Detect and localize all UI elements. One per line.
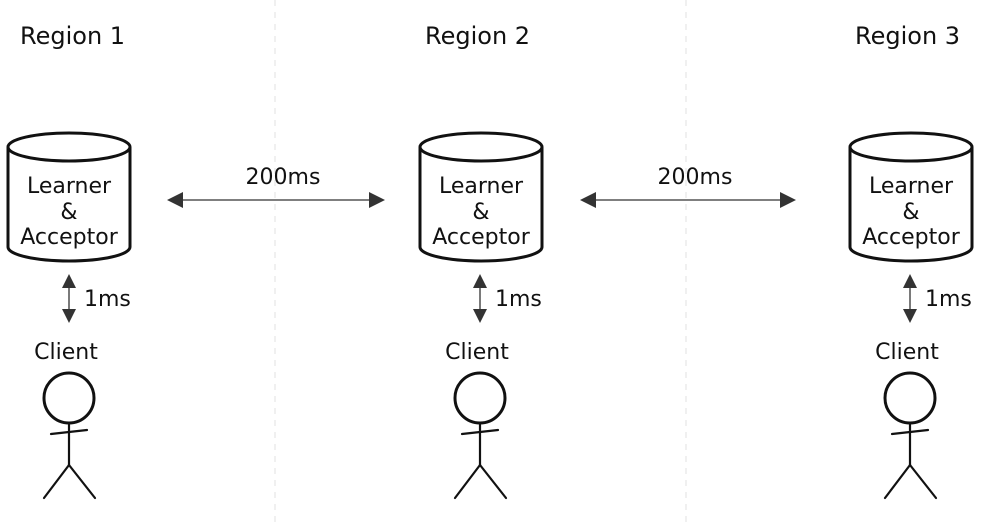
learner-acceptor-node: Learner & Acceptor xyxy=(6,131,132,263)
client-stick-figure xyxy=(453,371,508,500)
node-label-line-3: Acceptor xyxy=(20,225,118,250)
figure-leg-left xyxy=(42,463,71,500)
link-latency-label: 200ms xyxy=(246,165,321,190)
client-label: Client xyxy=(445,340,509,365)
node-cylinder-body xyxy=(848,147,974,263)
figure-leg-left xyxy=(453,463,482,500)
client-label: Client xyxy=(875,340,939,365)
client-latency-arrow: 1ms xyxy=(903,274,972,323)
region-link-2-3: 200ms xyxy=(580,165,796,208)
arrowhead-right xyxy=(780,192,796,208)
region-3: Region 3 Learner & Acceptor 1ms Client xyxy=(848,22,974,500)
client-stick-figure xyxy=(883,371,938,500)
figure-arms xyxy=(890,428,930,436)
figure-head xyxy=(883,371,937,425)
learner-acceptor-node: Learner & Acceptor xyxy=(418,131,544,263)
arrowhead-up xyxy=(62,274,76,288)
figure-leg-right xyxy=(67,463,97,500)
arrowhead-up xyxy=(903,274,917,288)
figure-arms xyxy=(49,428,89,436)
node-cylinder-body xyxy=(6,147,132,263)
latency-label: 1ms xyxy=(84,287,131,312)
learner-acceptor-node: Learner & Acceptor xyxy=(848,131,974,263)
arrowhead-down xyxy=(62,309,76,323)
node-cylinder-top xyxy=(418,131,544,163)
node-label-line-3: Acceptor xyxy=(862,225,960,250)
node-label-line-3: Acceptor xyxy=(432,225,530,250)
region-title: Region 3 xyxy=(855,22,960,50)
latency-label: 1ms xyxy=(925,287,972,312)
figure-leg-left xyxy=(883,463,912,500)
node-label-line-2: & xyxy=(902,200,919,225)
arrowhead-left xyxy=(580,192,596,208)
node-cylinder-body xyxy=(418,147,544,263)
region-title: Region 1 xyxy=(20,22,125,50)
client-stick-figure xyxy=(42,371,97,500)
node-label-line-1: Learner xyxy=(27,174,112,199)
region-title: Region 2 xyxy=(425,22,530,50)
region-2: Region 2 Learner & Acceptor 1ms Client xyxy=(418,22,544,500)
node-label-line-2: & xyxy=(60,200,77,225)
node-cylinder-top xyxy=(6,131,132,163)
node-label-line-2: & xyxy=(472,200,489,225)
region-1: Region 1 Learner & Acceptor 1ms Client xyxy=(6,22,132,500)
node-label-line-1: Learner xyxy=(869,174,954,199)
arrowhead-left xyxy=(167,192,183,208)
node-label-line-1: Learner xyxy=(439,174,524,199)
figure-arms xyxy=(460,428,500,436)
figure-head xyxy=(453,371,507,425)
arrowhead-right xyxy=(369,192,385,208)
client-latency-arrow: 1ms xyxy=(62,274,131,323)
client-label: Client xyxy=(34,340,98,365)
figure-leg-right xyxy=(478,463,508,500)
arrowhead-down xyxy=(903,309,917,323)
link-latency-label: 200ms xyxy=(658,165,733,190)
figure-head xyxy=(42,371,96,425)
region-link-1-2: 200ms xyxy=(167,165,385,208)
latency-label: 1ms xyxy=(495,287,542,312)
node-cylinder-top xyxy=(848,131,974,163)
arrowhead-down xyxy=(473,309,487,323)
arrowhead-up xyxy=(473,274,487,288)
client-latency-arrow: 1ms xyxy=(473,274,542,323)
figure-leg-right xyxy=(908,463,938,500)
